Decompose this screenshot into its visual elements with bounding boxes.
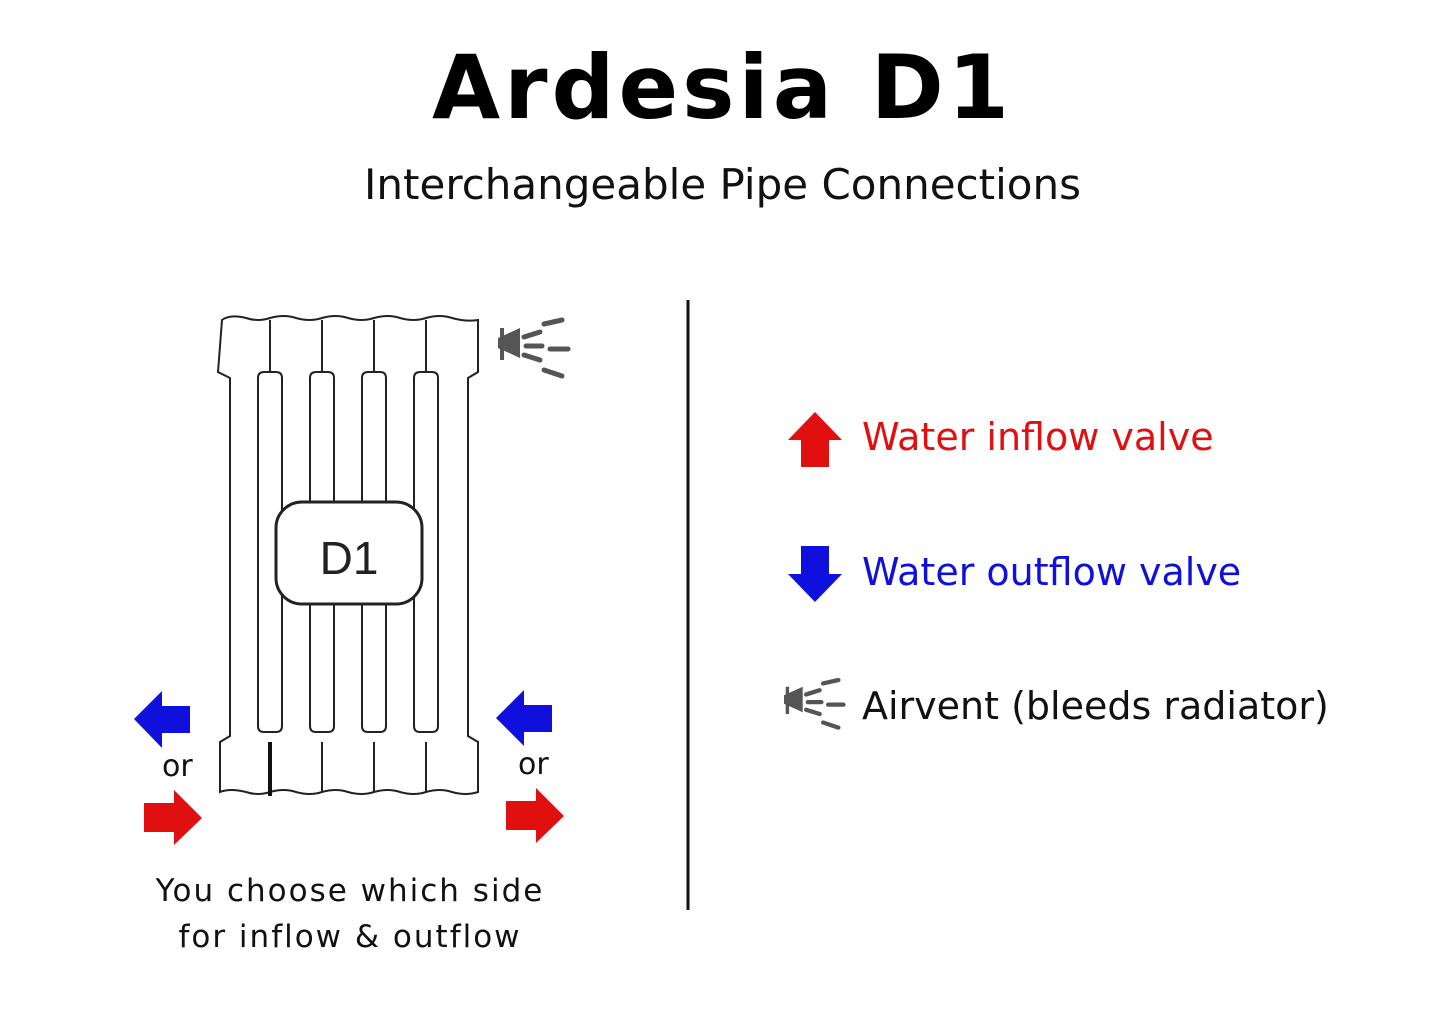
model-badge-label: D1 xyxy=(320,532,379,584)
or-label-right: or xyxy=(518,747,549,782)
legend-outflow-label: Water outflow valve xyxy=(862,550,1242,594)
page-subtitle: Interchangeable Pipe Connections xyxy=(364,160,1081,209)
left-inflow-arrow-icon xyxy=(144,790,202,845)
left-outflow-arrow-icon xyxy=(134,691,190,748)
legend-inflow-label: Water inflow valve xyxy=(862,415,1214,459)
or-label-left: or xyxy=(162,749,193,784)
diagram-caption: You choose which side for inflow & outfl… xyxy=(100,868,600,960)
caption-line-2: for inflow & outflow xyxy=(178,919,522,955)
radiator-columns xyxy=(229,320,469,792)
caption-line-1: You choose which side xyxy=(155,873,545,909)
legend-airvent-label: Airvent (bleeds radiator) xyxy=(862,684,1329,728)
page-title: Ardesia D1 xyxy=(431,36,1014,139)
legend-airvent-icon xyxy=(784,677,846,730)
legend-inflow-arrow-icon xyxy=(788,412,842,467)
right-outflow-arrow-icon xyxy=(496,690,552,746)
right-inflow-arrow-icon xyxy=(506,788,564,843)
model-badge xyxy=(274,500,424,606)
legend-outflow-arrow-icon xyxy=(788,546,842,602)
airvent-icon xyxy=(498,317,571,379)
